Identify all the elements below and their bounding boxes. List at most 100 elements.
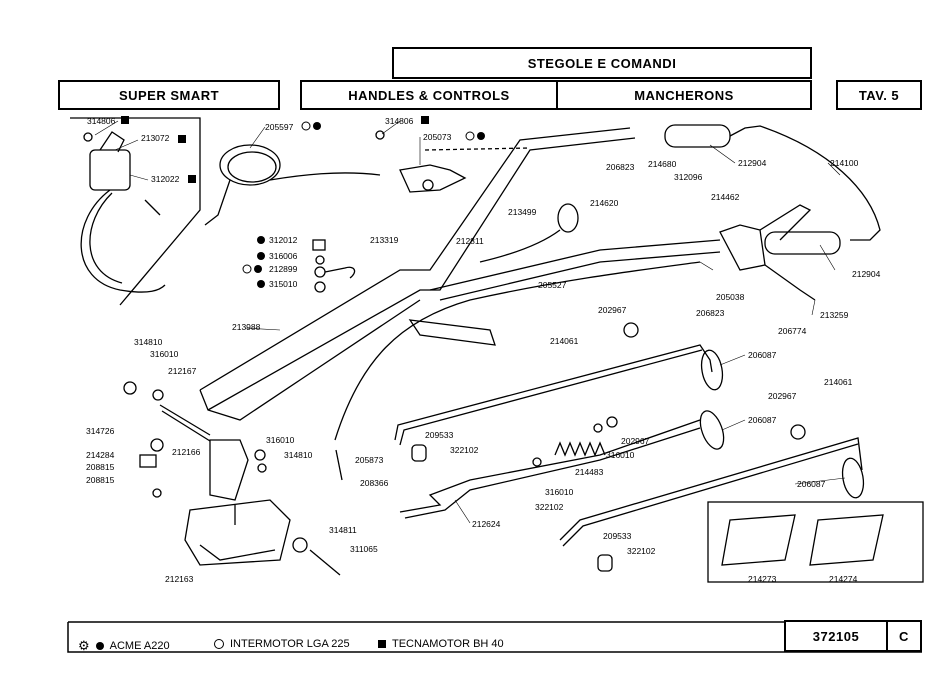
spring [554, 441, 606, 457]
part-label: 212904 [738, 158, 767, 168]
decal-214274 [809, 514, 884, 566]
part-label: 214284 [86, 450, 115, 460]
cable-213499 [479, 203, 579, 263]
part-label: 214462 [711, 192, 740, 202]
part-label: 212624 [472, 519, 501, 529]
part-label: 205073 [423, 132, 452, 142]
cable-205527 [334, 261, 701, 441]
part-label: 214100 [830, 158, 859, 168]
part-label: 311065 [350, 544, 378, 554]
part-label: 202967 [621, 436, 650, 446]
bushing-upper [623, 322, 639, 338]
knob-upper [700, 349, 724, 391]
handlebar-frame [199, 127, 721, 421]
part-label: 213319 [370, 235, 399, 245]
legend-item-intermotor: INTERMOTOR LGA 225 [214, 638, 350, 650]
part-label: 212167 [168, 366, 197, 376]
part-label: 212899 [269, 264, 298, 274]
rod-214061-lower [559, 437, 863, 541]
throttle-lever [80, 131, 166, 293]
footer-frame [67, 622, 922, 653]
decal-214273 [721, 514, 796, 566]
part-label: 312022 [151, 174, 180, 184]
decal-frame [707, 501, 924, 583]
part-label: 312096 [674, 172, 703, 182]
part-markers [121, 116, 485, 288]
grips [664, 124, 881, 255]
part-label: 209533 [603, 531, 632, 541]
shift-rod [399, 419, 701, 513]
part-label: 314806 [87, 116, 116, 126]
part-label: 206823 [696, 308, 725, 318]
part-label: 212166 [172, 447, 201, 457]
part-label: 213988 [232, 322, 261, 332]
part-label: 202967 [598, 305, 627, 315]
part-label: 322102 [450, 445, 479, 455]
part-label: 213259 [820, 310, 849, 320]
knob-middle [699, 410, 725, 450]
part-label: 206087 [748, 350, 777, 360]
part-label: 316010 [606, 450, 635, 460]
bushing-lower [790, 424, 806, 440]
revision-letter: C [886, 620, 922, 652]
part-label: 208815 [86, 475, 115, 485]
legend-tecnamotor: TECNAMOTOR BH 40 [392, 638, 504, 650]
inset-frame [70, 117, 201, 306]
part-label: 205527 [538, 280, 567, 290]
part-label: 205038 [716, 292, 745, 302]
document-number: 372105 [784, 620, 888, 652]
filled-circle-icon [95, 642, 104, 650]
part-label: 206823 [606, 162, 635, 172]
clip-upper [411, 444, 427, 462]
legend-item-tecnamotor: TECNAMOTOR BH 40 [378, 638, 504, 650]
part-label: 212811 [456, 236, 484, 246]
part-label: 214483 [575, 467, 604, 477]
fastener-group [312, 239, 356, 293]
part-label: 213072 [141, 133, 170, 143]
clip-lower [597, 554, 613, 572]
part-label: 314810 [134, 337, 163, 347]
part-label: 214061 [550, 336, 579, 346]
part-label: 214274 [829, 574, 858, 584]
marker-square [188, 175, 196, 183]
throttle-bracket [375, 130, 531, 193]
part-label: 315010 [269, 279, 298, 289]
part-label: 206774 [778, 326, 807, 336]
part-label: 314811 [329, 525, 357, 535]
model-name: SUPER SMART [58, 80, 280, 110]
mower-icon: ⚙ [78, 638, 90, 653]
part-label: 316010 [150, 349, 179, 359]
coiled-cable [204, 144, 381, 226]
part-label: 322102 [535, 502, 564, 512]
part-label: 214273 [748, 574, 777, 584]
part-label: 206087 [797, 479, 826, 489]
part-label: 209533 [425, 430, 454, 440]
part-label: 212904 [852, 269, 881, 279]
part-labels: 314806 213072 312022 205597 314806 20507… [86, 116, 881, 584]
knob-lower [841, 457, 865, 499]
part-label: 314806 [385, 116, 414, 126]
legend-acme: ACME A220 [109, 640, 170, 652]
part-label: 208815 [86, 462, 115, 472]
part-label: 202967 [768, 391, 797, 401]
part-label: 213499 [508, 207, 537, 217]
part-label: 316010 [545, 487, 574, 497]
footer-legend: ⚙ ACME A220 [78, 638, 170, 654]
part-label: 312012 [269, 235, 298, 245]
part-label: 212163 [165, 574, 194, 584]
part-label: 322102 [627, 546, 656, 556]
part-label: 214061 [824, 377, 853, 387]
marker-square [121, 116, 129, 124]
table-number: TAV. 5 [836, 80, 922, 110]
part-label: 214680 [648, 159, 677, 169]
part-label: 205873 [355, 455, 384, 465]
rod-214061-upper [394, 344, 713, 441]
part-label: 314726 [86, 426, 115, 436]
part-label: 206087 [748, 415, 777, 425]
part-label: 208366 [360, 478, 389, 488]
bracket-assembly [123, 381, 341, 576]
title-italian: STEGOLE E COMANDI [392, 47, 812, 79]
part-label: 314810 [284, 450, 313, 460]
marker-square [178, 135, 186, 143]
